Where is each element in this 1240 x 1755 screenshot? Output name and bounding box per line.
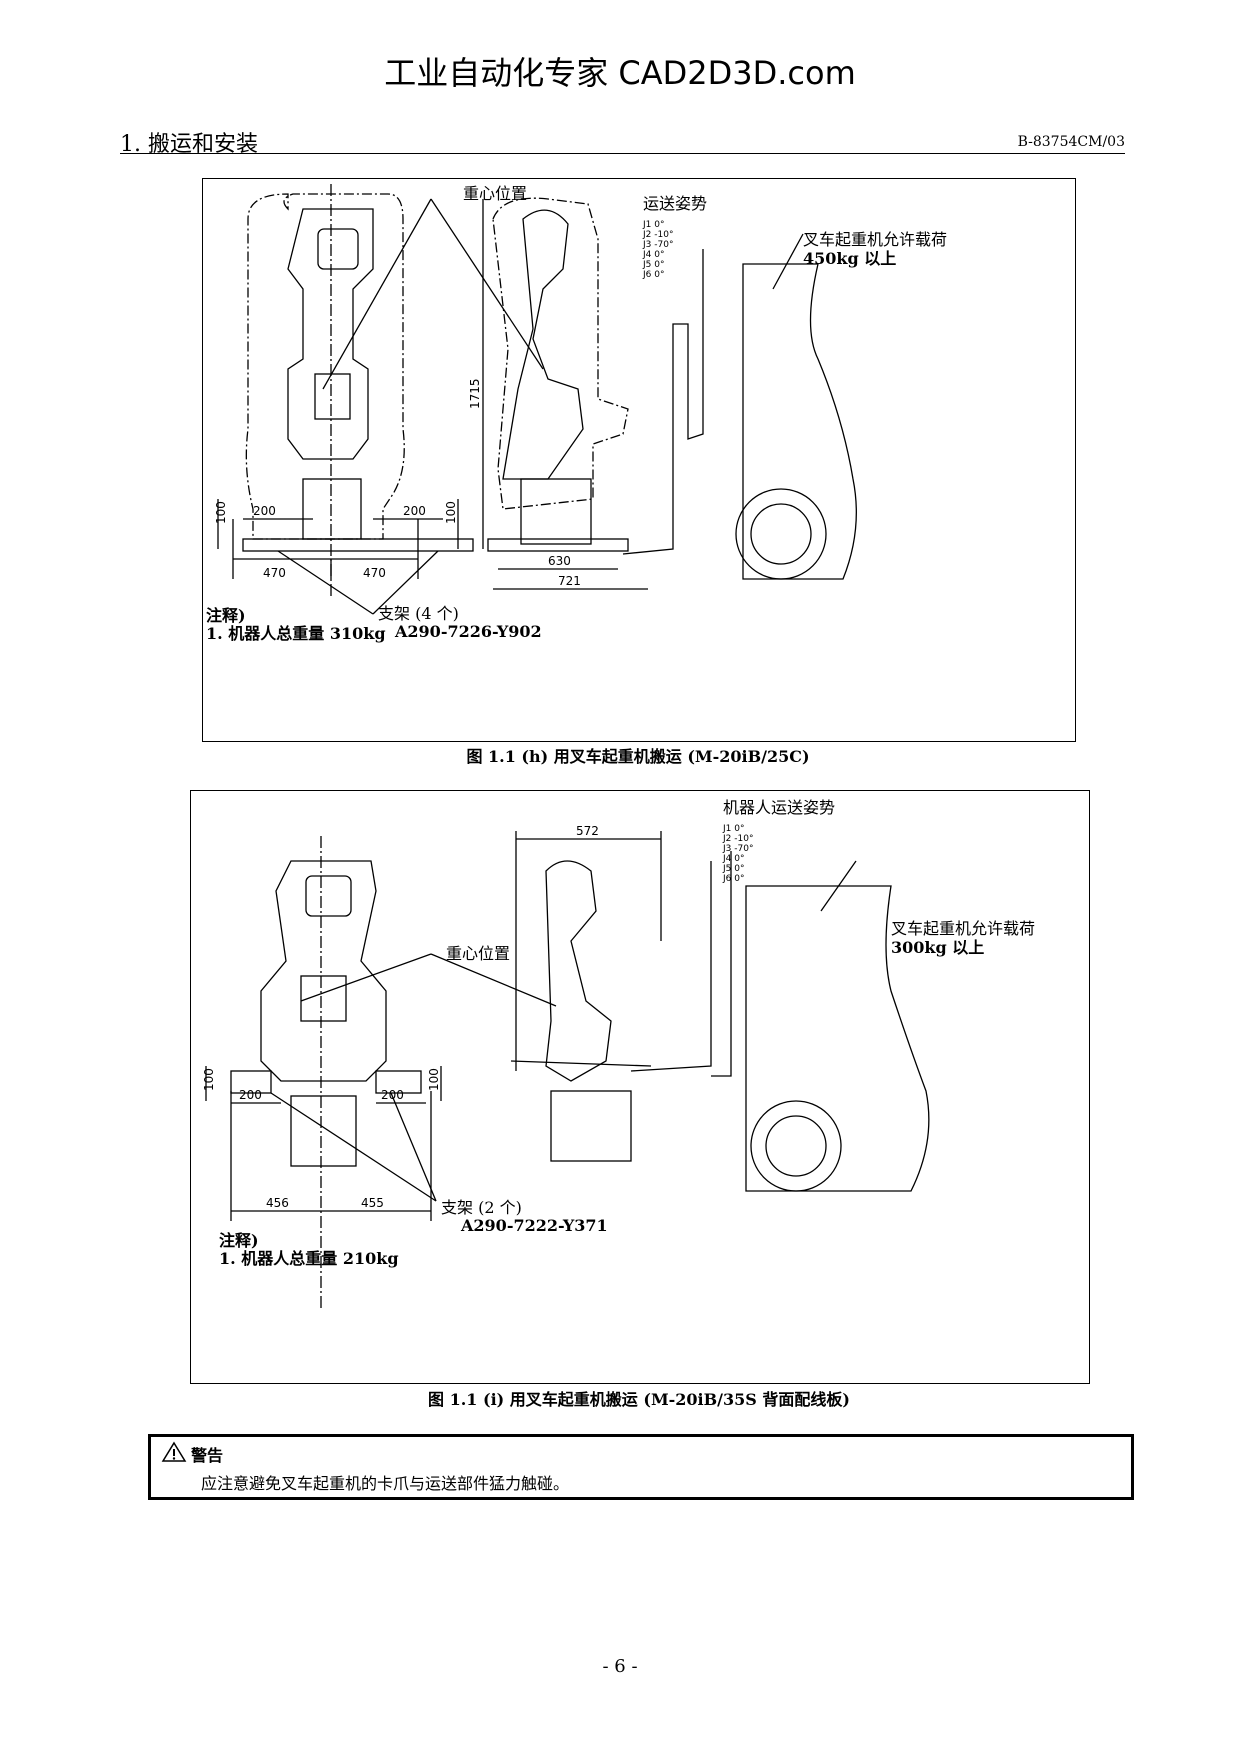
figure-i-caption: 图 1.1 (i) 用叉车起重机搬运 (M-20iB/35S 背面配线板) xyxy=(428,1390,850,1409)
fig-h-dim-470-right: 470 xyxy=(363,566,386,580)
fig-i-cog-label: 重心位置 xyxy=(446,944,510,963)
watermark-text: 工业自动化专家 CAD2D3D.com xyxy=(384,54,856,92)
fig-i-joint-4: J4 0° xyxy=(722,854,744,864)
fig-h-fork-load-value: 450kg 以上 xyxy=(803,249,896,268)
fig-h-cog-label: 重心位置 xyxy=(463,184,527,203)
fig-h-dim-721: 721 xyxy=(558,574,581,588)
fig-i-joint-3: J3 -70° xyxy=(722,844,753,854)
fig-h-dim-200-left: 200 xyxy=(253,504,276,518)
fig-i-joint-5: J5 0° xyxy=(722,864,744,874)
fig-i-posture-title: 机器人运送姿势 xyxy=(723,798,835,817)
fig-i-joint-2: J2 -10° xyxy=(722,834,753,844)
fig-h-fork-load-label: 叉车起重机允许载荷 xyxy=(803,230,947,249)
fig-i-fork-load-value: 300kg 以上 xyxy=(891,938,984,957)
fig-i-joint-6: J6 0° xyxy=(722,874,744,884)
fig-i-dim-100-left: 100 xyxy=(202,1068,216,1091)
fig-h-joint-2: J2 -10° xyxy=(642,230,673,240)
fig-h-bracket-part: A290-7226-Y902 xyxy=(394,622,542,641)
warning-text: 应注意避免叉车起重机的卡爪与运送部件猛力触碰。 xyxy=(201,1474,570,1493)
figure-h-frame: 重心位置 运送姿势 J1 0° J2 -10° J3 -70° J4 0° J5… xyxy=(202,178,1076,742)
fig-h-joint-5: J5 0° xyxy=(642,260,664,270)
fig-h-joint-4: J4 0° xyxy=(642,250,664,260)
fig-h-note-title: 注释) xyxy=(206,606,246,625)
fig-h-joint-1: J1 0° xyxy=(642,220,664,230)
fig-i-dim-456: 456 xyxy=(266,1196,289,1210)
fig-h-posture-title: 运送姿势 xyxy=(643,194,707,213)
fig-h-joint-3: J3 -70° xyxy=(642,240,673,250)
fig-i-dim-200-left: 200 xyxy=(239,1088,262,1102)
fig-h-dim-100-right: 100 xyxy=(444,501,458,524)
header-rule xyxy=(120,153,1125,154)
fig-i-dim-455: 455 xyxy=(361,1196,384,1210)
fig-i-joint-1: J1 0° xyxy=(722,824,744,834)
warning-triangle-icon xyxy=(161,1441,187,1462)
document-id: B-83754CM/03 xyxy=(1017,134,1125,150)
fig-h-dim-100-left: 100 xyxy=(214,501,228,524)
section-title: 1. 搬运和安装 xyxy=(120,132,258,157)
fig-h-bracket-label: 支架 (4 个) xyxy=(378,604,459,623)
figure-h-caption: 图 1.1 (h) 用叉车起重机搬运 (M-20iB/25C) xyxy=(466,747,810,766)
page-number: - 6 - xyxy=(602,1656,638,1677)
fig-i-dim-200-right: 200 xyxy=(381,1088,404,1102)
figure-i-frame: 机器人运送姿势 J1 0° J2 -10° J3 -70° J4 0° J5 0… xyxy=(190,790,1090,1384)
fig-i-note-text: 1. 机器人总重量 210kg xyxy=(219,1249,399,1268)
fig-i-bracket-part: A290-7222-Y371 xyxy=(460,1216,608,1235)
warning-title: 警告 xyxy=(191,1446,224,1465)
figure-h-drawing: 重心位置 运送姿势 J1 0° J2 -10° J3 -70° J4 0° J5… xyxy=(206,184,947,643)
fig-h-dim-630: 630 xyxy=(548,554,571,568)
warning-box: 警告 应注意避免叉车起重机的卡爪与运送部件猛力触碰。 xyxy=(148,1434,1134,1500)
fig-h-dim-height: 1715 xyxy=(468,378,482,409)
fig-h-dim-200-right: 200 xyxy=(403,504,426,518)
fig-i-dim-572: 572 xyxy=(576,824,599,838)
fig-i-note-title: 注释) xyxy=(219,1231,259,1250)
fig-i-fork-load-label: 叉车起重机允许载荷 xyxy=(891,919,1035,938)
figure-i-drawing: 机器人运送姿势 J1 0° J2 -10° J3 -70° J4 0° J5 0… xyxy=(202,798,1035,1311)
fig-h-dim-470-left: 470 xyxy=(263,566,286,580)
fig-h-joint-6: J6 0° xyxy=(642,270,664,280)
fig-i-dim-100-right: 100 xyxy=(427,1068,441,1091)
fig-i-bracket-label: 支架 (2 个) xyxy=(441,1198,522,1217)
fig-h-note-text: 1. 机器人总重量 310kg xyxy=(206,624,386,643)
